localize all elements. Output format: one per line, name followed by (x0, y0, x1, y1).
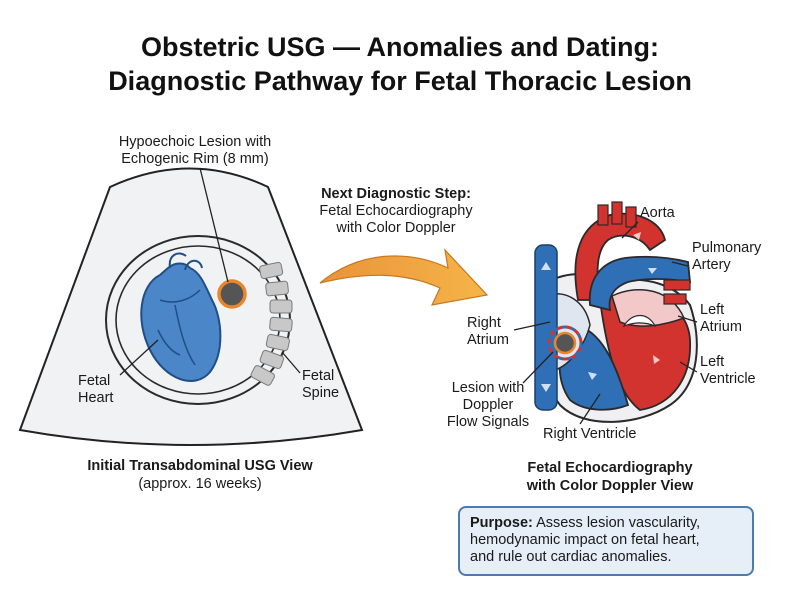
purpose-text-2: hemodynamic impact on fetal heart, (470, 532, 700, 548)
doppler-lesion-label: Lesion with Doppler Flow Signals (446, 380, 530, 430)
doppler-lesion-icon (553, 331, 577, 355)
fetal-heart-label: Fetal Heart (78, 373, 114, 406)
right-atrium-label: Right Atrium (467, 315, 509, 348)
title-line-2: Diagnostic Pathway for Fetal Thoracic Le… (108, 66, 692, 96)
title-line-1: Obstetric USG — Anomalies and Dating: (140, 32, 660, 62)
right-panel-caption: Fetal Echocardiography with Color Dopple… (526, 460, 694, 494)
next-step-arrow-icon (319, 248, 489, 306)
fetal-spine (250, 261, 293, 386)
left-ventricle-label: Left Ventricle (700, 354, 756, 387)
left-atrium-label: Left Atrium (700, 302, 742, 335)
echo-heart-diagram (534, 201, 698, 423)
purpose-text-1: Assess lesion vascularity, (532, 515, 701, 531)
fetal-heart-icon (140, 252, 222, 382)
lesion-marker-icon (217, 279, 247, 309)
purpose-heading: Purpose: (470, 515, 533, 531)
right-ventricle-label: Right Ventricle (543, 426, 637, 442)
page-title: Obstetric USG — Anomalies and Dating: Di… (0, 30, 800, 98)
left-panel-caption: Initial Transabdominal USG View (approx.… (87, 458, 313, 492)
pulmonary-artery-label: Pulmonary Artery (692, 240, 762, 273)
fetal-spine-label: Fetal Spine (302, 368, 340, 401)
lesion-label: Hypoechoic Lesion with Echogenic Rim (8 … (118, 134, 272, 167)
purpose-text-3: and rule out cardiac anomalies. (470, 549, 672, 565)
aorta-label: Aorta (640, 205, 675, 221)
next-step-label: Next Diagnostic Step: Fetal Echocardiogr… (319, 186, 473, 236)
purpose-box: Purpose: Assess lesion vascularity, hemo… (458, 506, 754, 576)
